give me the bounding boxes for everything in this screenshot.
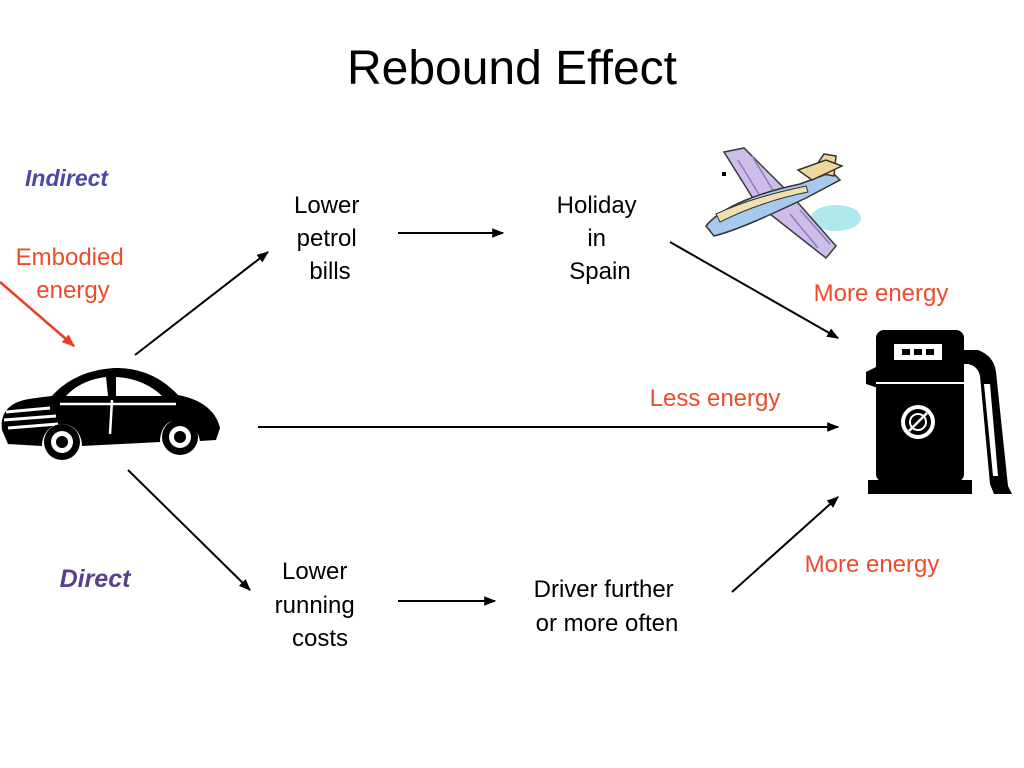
car-rear-wheel <box>162 419 198 455</box>
embodied-energy-line-1: Embodied <box>16 244 124 271</box>
node-holiday-in-spain: Holiday in Spain <box>557 192 644 285</box>
node-lower-petrol-bills: Lower petrol bills <box>294 192 366 285</box>
arrow-holiday-to-fuel <box>669 241 840 339</box>
lower-running-costs-line-1: Lower <box>282 558 347 585</box>
direct-label: Direct <box>60 565 133 593</box>
car-door-lines <box>60 399 176 435</box>
fuel-pump-digit <box>914 349 922 355</box>
lower-running-costs-line-3: costs <box>292 625 348 652</box>
node-drive-further: Driver further or more often <box>534 576 681 637</box>
fuel-pump-emblem <box>901 405 935 439</box>
lower-petrol-bills-line-3: bills <box>309 258 350 285</box>
indirect-label: Indirect <box>25 165 109 191</box>
car-front-wheel <box>44 424 80 460</box>
arrow-car-to-lower-running-costs <box>127 469 251 591</box>
node-lower-running-costs: Lower running costs <box>275 558 362 652</box>
fuel-pump-icon <box>866 330 1012 494</box>
drive-further-line-1: Driver further <box>534 576 674 603</box>
car-icon <box>1 368 221 460</box>
embodied-energy-line-2: energy <box>36 277 109 304</box>
fuel-pump-base <box>868 480 972 494</box>
fuel-pump-digit <box>902 349 910 355</box>
arrow-car-to-lower-petrol-bills <box>134 251 269 356</box>
embodied-energy-arrow <box>0 281 75 347</box>
drive-further-line-2: or more often <box>536 610 679 637</box>
car-front-window <box>66 377 108 396</box>
car-hood-lines <box>3 406 59 430</box>
less-energy-label: Less energy <box>650 385 781 412</box>
fuel-pump-digit <box>926 349 934 355</box>
more-energy-indirect-label: More energy <box>814 280 949 307</box>
airplane-stripe <box>715 185 809 223</box>
arrow-drive-further-to-fuel <box>731 496 839 593</box>
cloud-shape <box>811 205 861 231</box>
embodied-energy-label: Embodied energy <box>16 244 131 304</box>
fuel-pump-hose <box>962 350 1012 494</box>
fuel-pump-nozzle-highlight <box>984 384 998 476</box>
fuel-pump-tab <box>866 366 878 388</box>
airplane-stabilizer <box>796 159 844 181</box>
airplane-detail <box>722 172 726 176</box>
car-rear-window <box>116 377 162 396</box>
slide-title: Rebound Effect <box>347 42 677 95</box>
lower-running-costs-line-2: running <box>275 592 355 619</box>
airplane-wing-ribs <box>737 155 831 249</box>
lower-petrol-bills-line-2: petrol <box>297 225 357 252</box>
lower-petrol-bills-line-1: Lower <box>294 192 359 219</box>
more-energy-direct-label: More energy <box>805 551 940 578</box>
airplane-icon <box>705 147 861 260</box>
holiday-in-spain-line-2: in <box>587 225 606 252</box>
holiday-in-spain-line-3: Spain <box>569 258 630 285</box>
holiday-in-spain-line-1: Holiday <box>557 192 637 219</box>
